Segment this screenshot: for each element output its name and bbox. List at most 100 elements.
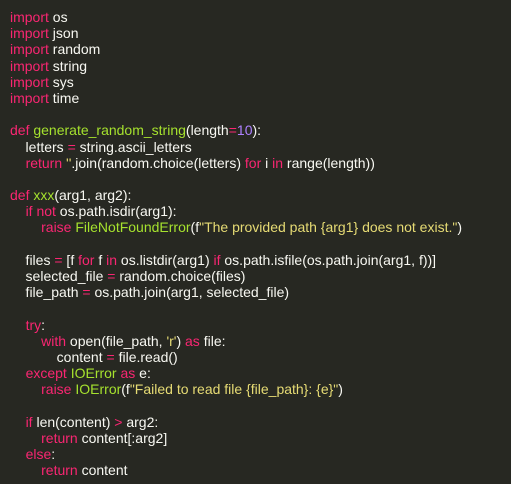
code-token: import bbox=[10, 9, 49, 25]
code-token: content bbox=[77, 462, 128, 479]
code-line bbox=[10, 236, 511, 252]
code-token: > bbox=[114, 413, 123, 430]
code-token: ) bbox=[338, 381, 343, 398]
code-token bbox=[10, 155, 26, 171]
code-token: in bbox=[106, 251, 118, 268]
code-token: xxx bbox=[33, 187, 55, 204]
code-token bbox=[10, 365, 26, 381]
code-token: i bbox=[261, 154, 273, 171]
code-token: 10 bbox=[236, 122, 253, 139]
code-token: import bbox=[10, 73, 49, 90]
code-token: return bbox=[25, 154, 63, 171]
code-token: IOError bbox=[75, 381, 122, 398]
code-token: = bbox=[54, 251, 63, 268]
code-line: import json bbox=[10, 25, 511, 41]
code-line: raise IOError(f"Failed to read file {fil… bbox=[10, 381, 511, 397]
code-token: f bbox=[94, 251, 107, 268]
code-line: import time bbox=[10, 90, 511, 106]
code-token: as bbox=[185, 332, 200, 349]
code-token: os.listdir(arg1) bbox=[117, 251, 214, 268]
code-token: import bbox=[10, 89, 49, 106]
code-token: letters bbox=[10, 138, 68, 155]
code-token: = bbox=[67, 138, 76, 155]
code-token: sys bbox=[48, 73, 74, 90]
code-token: if bbox=[25, 413, 33, 430]
code-token: file: bbox=[199, 332, 226, 349]
code-line bbox=[10, 300, 511, 316]
code-token: = bbox=[82, 284, 91, 301]
code-token: not bbox=[36, 203, 56, 220]
code-token: import bbox=[10, 57, 49, 74]
code-token: try bbox=[25, 316, 42, 333]
code-token: IOError bbox=[70, 365, 117, 382]
code-token: = bbox=[106, 348, 115, 365]
code-token: os.path.isdir(arg1): bbox=[55, 203, 177, 220]
code-token: def bbox=[10, 187, 30, 204]
code-token: ): bbox=[252, 122, 262, 139]
code-token: string bbox=[48, 57, 88, 74]
code-line bbox=[10, 398, 511, 414]
code-token bbox=[10, 414, 26, 430]
code-line: return ''.join(random.choice(letters) fo… bbox=[10, 155, 511, 171]
code-line: import os bbox=[10, 9, 511, 25]
code-token: content bbox=[10, 348, 107, 365]
code-line: return content bbox=[10, 462, 511, 478]
code-token: range(length)) bbox=[283, 154, 375, 171]
code-line: try: bbox=[10, 317, 511, 333]
code-token: import bbox=[10, 41, 49, 58]
code-token: random.choice(files) bbox=[115, 268, 246, 284]
code-token: files bbox=[10, 251, 55, 268]
code-token bbox=[10, 430, 41, 446]
code-token: : bbox=[51, 446, 56, 463]
code-token: os bbox=[48, 9, 68, 25]
code-token: [f bbox=[62, 251, 79, 268]
code-token: random bbox=[48, 41, 101, 58]
code-token: (arg1, arg2): bbox=[54, 187, 132, 204]
code-line: selected_file = random.choice(files) bbox=[10, 268, 511, 284]
code-token bbox=[10, 381, 41, 397]
code-token: except bbox=[25, 365, 67, 382]
code-token: for bbox=[244, 154, 262, 171]
code-token: (f bbox=[190, 219, 200, 236]
code-token: generate_random_string bbox=[33, 122, 186, 139]
code-token: content[:arg2] bbox=[77, 429, 168, 446]
code-token: os.path.join(arg1, selected_file) bbox=[90, 284, 290, 301]
code-token bbox=[10, 219, 41, 235]
code-token: json bbox=[48, 25, 79, 42]
code-token: selected_file bbox=[10, 268, 108, 284]
code-token: raise bbox=[41, 219, 72, 236]
code-token: file.read() bbox=[114, 348, 178, 365]
code-token bbox=[10, 446, 26, 462]
code-token: (length bbox=[185, 122, 229, 139]
code-token: else bbox=[25, 446, 52, 463]
code-token: def bbox=[10, 122, 30, 139]
code-token bbox=[10, 462, 41, 478]
code-token: open(file_path, bbox=[66, 332, 167, 349]
code-line bbox=[10, 106, 511, 122]
code-token: if bbox=[213, 251, 221, 268]
code-token: e: bbox=[135, 365, 151, 382]
code-token: return bbox=[41, 429, 78, 446]
code-token: in bbox=[272, 154, 284, 171]
code-token: return bbox=[41, 462, 78, 479]
code-token: "The provided path {arg1} does not exist… bbox=[199, 219, 458, 236]
code-line: content = file.read() bbox=[10, 349, 511, 365]
code-token: import bbox=[10, 25, 49, 42]
code-line: files = [f for f in os.listdir(arg1) if … bbox=[10, 252, 511, 268]
code-token: '' bbox=[66, 154, 72, 171]
code-line: if len(content) > arg2: bbox=[10, 414, 511, 430]
code-token: "Failed to read file {file_path}: {e}" bbox=[129, 381, 339, 398]
code-token: os.path.isfile(os.path.join(arg1, f))] bbox=[220, 251, 437, 268]
code-line: raise FileNotFoundError(f"The provided p… bbox=[10, 219, 511, 235]
code-token: as bbox=[120, 365, 136, 382]
code-token: time bbox=[48, 89, 80, 106]
code-line: except IOError as e: bbox=[10, 365, 511, 381]
code-token bbox=[10, 317, 26, 333]
code-token: (f bbox=[121, 381, 130, 398]
code-token: for bbox=[78, 251, 95, 268]
code-token: FileNotFoundError bbox=[75, 219, 191, 236]
code-line: def xxx(arg1, arg2): bbox=[10, 187, 511, 203]
code-token: = bbox=[107, 268, 116, 284]
